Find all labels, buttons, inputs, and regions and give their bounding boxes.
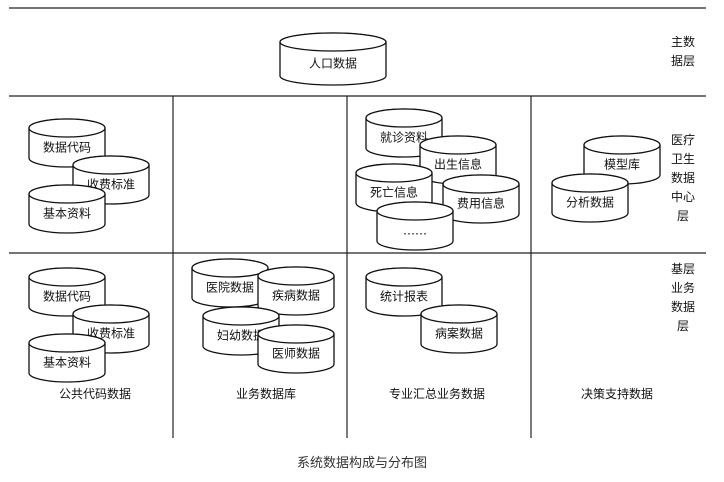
cylinder-top <box>419 135 497 155</box>
cylinder-label: 死亡信息 <box>370 185 418 200</box>
db-expense-info: 费用信息 <box>442 174 520 224</box>
cylinder-label: 收费标准 <box>87 178 135 192</box>
figure-caption: 系统数据构成与分布图 <box>296 456 427 471</box>
cylinder-top <box>72 155 150 175</box>
cylinder-label: 数据代码 <box>43 140 91 155</box>
cylinder-label: 就诊资料 <box>380 131 428 145</box>
cylinder-label: 医院数据 <box>206 280 254 295</box>
db-analysis-data: 分析数据 <box>551 173 629 223</box>
cylinder-label: 统计报表 <box>380 289 428 304</box>
cylinder-label: 基本资料 <box>43 207 91 221</box>
column-label-public-codes: 公共代码数据 <box>59 386 131 401</box>
cylinder-label: 分析数据 <box>566 195 614 210</box>
db-hospital-data: 医院数据 <box>191 258 269 308</box>
cylinder-top <box>28 267 106 287</box>
db-model-library: 模型库 <box>583 135 661 185</box>
db-death-info: 死亡信息 <box>355 163 433 213</box>
cylinder-top <box>365 108 443 128</box>
layer-label-base: 基层业务数据层 <box>671 262 695 333</box>
cylinder-label: 医师数据 <box>272 346 320 361</box>
cylinder-top <box>365 267 443 287</box>
column-label-business-db: 业务数据库 <box>236 386 296 401</box>
cylinder-top <box>28 333 106 353</box>
cylinder-label: 病案数据 <box>435 326 483 341</box>
db-center-data-codes: 数据代码 <box>28 118 106 168</box>
db-base-data-codes: 数据代码 <box>28 267 106 317</box>
db-statistical-report: 统计报表 <box>365 267 443 317</box>
cylinder-top <box>551 173 629 193</box>
cylinder-top <box>28 118 106 138</box>
column-label-decision-data: 决策支持数据 <box>581 386 653 401</box>
cylinder-top <box>376 201 454 221</box>
cylinder-label: 基本资料 <box>43 356 91 370</box>
cylinder-top <box>191 258 269 278</box>
cylinder-label: 人口数据 <box>309 56 357 71</box>
cylinder-label: 数据代码 <box>43 289 91 304</box>
cylinder-label: 收费标准 <box>87 327 135 341</box>
cylinder-top <box>279 32 387 52</box>
diagram-grid <box>9 7 706 438</box>
cylinder-label: 模型库 <box>604 157 640 172</box>
cylinder-label: 费用信息 <box>457 196 505 211</box>
cylinder-top <box>28 184 106 204</box>
db-birth-info: 出生信息 <box>419 135 497 185</box>
db-more-records: …… <box>376 201 454 251</box>
cylinder-top <box>420 304 498 324</box>
layer-label-center: 医疗卫生数据中心层 <box>671 133 695 223</box>
cylinder-label: 妇幼数据 <box>217 328 265 343</box>
cylinder-top <box>202 306 280 326</box>
column-label-summary-data: 专业汇总业务数据 <box>389 386 485 401</box>
db-center-basic-info: 基本资料 <box>28 184 106 234</box>
cylinder-label: …… <box>403 224 427 238</box>
db-disease-data: 疾病数据 <box>257 266 335 316</box>
cylinder-top <box>355 163 433 183</box>
db-population: 人口数据 <box>279 32 387 86</box>
cylinder-top <box>583 135 661 155</box>
db-base-basic-info: 基本资料 <box>28 333 106 383</box>
cylinder-label: 疾病数据 <box>272 288 320 303</box>
cylinder-top <box>257 266 335 286</box>
cylinder-top <box>257 324 335 344</box>
cylinder-label: 出生信息 <box>434 157 482 172</box>
cylinder-top <box>72 304 150 324</box>
db-physician-data: 医师数据 <box>257 324 335 374</box>
cylinder-top <box>442 174 520 194</box>
db-center-fee-standard: 收费标准 <box>72 155 150 205</box>
layer-label-main: 主数据层 <box>671 34 695 68</box>
db-case-data: 病案数据 <box>420 304 498 354</box>
